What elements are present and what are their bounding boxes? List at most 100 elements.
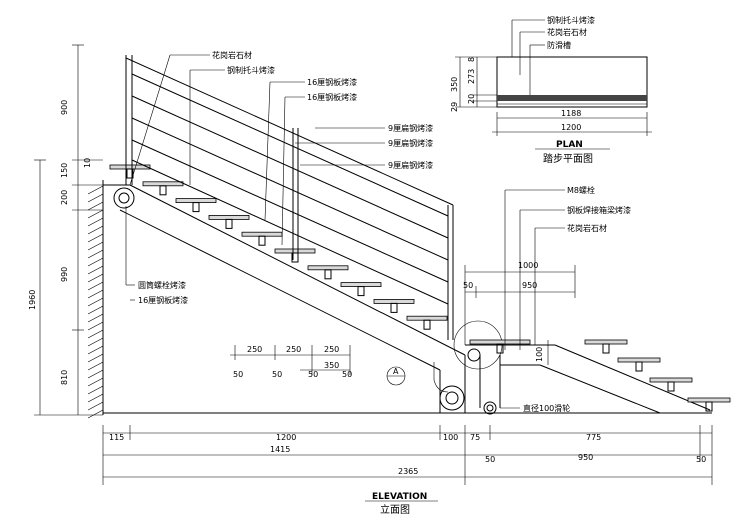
bottom-dimensions: 115 1200 100 75 775 1415 50 950 50 2365 — [102, 425, 713, 485]
tread — [406, 315, 448, 321]
label-box-beam: 钢板焊接箱梁烤漆 — [567, 205, 631, 215]
treads — [109, 164, 731, 412]
wall-hatch — [87, 337, 104, 347]
wall-hatch — [87, 201, 104, 211]
tread-bracket — [602, 343, 610, 354]
right-dim-100: 100 — [535, 347, 544, 362]
tread-bracket — [667, 381, 675, 392]
wall-hatch — [87, 393, 104, 403]
wall-hatch — [87, 401, 104, 411]
plan-dim-1200: 1200 — [561, 123, 581, 132]
right-dim-950: 950 — [522, 281, 537, 290]
tread — [687, 397, 731, 403]
dim-990: 990 — [60, 267, 69, 282]
wall-hatch — [87, 209, 104, 219]
wall-hatch — [87, 377, 104, 387]
tread — [208, 214, 250, 220]
label-flat-steel-2: 9厘扁钢烤漆 — [388, 138, 433, 148]
tread-dim-3: 250 — [324, 345, 339, 354]
tread — [649, 377, 693, 383]
tread — [617, 357, 661, 363]
plan-tread-outline — [496, 56, 648, 108]
tread-dimensions: 250 250 250 350 50 50 50 50 — [230, 345, 352, 379]
dim-810: 810 — [60, 370, 69, 385]
dim-900: 900 — [60, 100, 69, 115]
tread-sub-3: 50 — [308, 370, 318, 379]
tread — [469, 339, 531, 345]
plan-label-anti-slip: 防滑槽 — [547, 40, 571, 50]
wall-hatch — [87, 345, 104, 355]
tread-bracket — [159, 185, 167, 196]
bottom-dim-total: 2365 — [398, 467, 418, 476]
bottom-dim-1415: 1415 — [270, 445, 290, 454]
tread — [241, 231, 283, 237]
tread-sub-4: 50 — [342, 370, 352, 379]
label-granite-2: 花岗岩石材 — [567, 223, 607, 233]
plan-dim-273: 273 — [467, 69, 476, 84]
tread-bracket — [390, 302, 398, 313]
wall-hatch — [87, 185, 104, 195]
plan-title-en: PLAN — [556, 140, 583, 150]
tread — [373, 298, 415, 304]
tread-bracket — [225, 218, 233, 229]
tread-bracket — [357, 286, 365, 297]
label-flat-steel-3: 9厘扁钢烤漆 — [388, 160, 433, 170]
plan-label-bracket: 钢制托斗烤漆 — [547, 15, 595, 25]
dim-200: 200 — [60, 190, 69, 205]
left-dimensions: 900 150 10 200 990 1960 810 — [28, 44, 103, 416]
tread-bracket — [126, 168, 134, 179]
dim-150: 150 — [60, 163, 69, 178]
wall-hatch — [87, 313, 104, 323]
dim-10: 10 — [83, 158, 92, 168]
leader-lines — [125, 54, 565, 409]
plan-dim-29: 29 — [450, 102, 459, 112]
tread — [142, 181, 184, 187]
tread-dim-4: 350 — [324, 361, 339, 370]
wall-hatch — [87, 409, 104, 419]
tread-bracket — [496, 343, 504, 354]
wall — [87, 180, 104, 419]
label-steel-16a: 16厘钢板烤漆 — [307, 77, 357, 87]
wall-hatch — [87, 281, 104, 291]
plan-label-granite: 花岗岩石材 — [547, 27, 587, 37]
plan-dim-8: 8 — [467, 57, 476, 62]
wall-hatch — [87, 321, 104, 331]
label-steel-16c: 16厘钢板烤漆 — [138, 295, 188, 305]
wall-hatch — [87, 273, 104, 283]
tread-sub-2: 50 — [272, 370, 282, 379]
label-round-bolt: 圆筒螺栓烤漆 — [138, 280, 186, 290]
tread-bracket — [192, 202, 200, 213]
plan-detail: 钢制托斗烤漆 花岗岩石材 防滑槽 350 273 20 8 29 1188 12… — [450, 15, 652, 165]
wall-hatch — [87, 249, 104, 259]
annotations: 花岗岩石材 钢制托斗烤漆 16厘钢板烤漆 16厘钢板烤漆 9厘扁钢烤漆 9厘扁钢… — [138, 50, 631, 413]
bottom-dim-50b: 50 — [696, 455, 706, 464]
wall-hatch — [87, 241, 104, 251]
wall-hatch — [87, 297, 104, 307]
tread-sub-1: 50 — [233, 370, 243, 379]
plan-dim-1188: 1188 — [561, 109, 581, 118]
bottom-dim-115: 115 — [109, 433, 124, 442]
bottom-dim-775: 775 — [586, 433, 601, 442]
tread — [584, 339, 628, 345]
wall-hatch — [87, 217, 104, 227]
label-wheel: 直径100滑轮 — [523, 403, 570, 413]
right-dim-1000: 1000 — [518, 261, 538, 270]
bottom-dim-100: 100 — [443, 433, 458, 442]
wall-hatch — [87, 305, 104, 315]
plan-dim-350: 350 — [450, 77, 459, 92]
stringer-lower — [453, 320, 711, 415]
label-steel-16b: 16厘钢板烤漆 — [307, 92, 357, 102]
tread-bracket — [423, 319, 431, 330]
tread-bracket — [324, 269, 332, 280]
wall-hatch — [87, 233, 104, 243]
elevation-title: ELEVATION 立面图 — [365, 492, 438, 516]
tread — [340, 282, 382, 288]
wall-hatch — [87, 289, 104, 299]
right-dimensions: 1000 50 950 100 — [463, 261, 576, 365]
elevation-title-en: ELEVATION — [372, 492, 427, 502]
tread-dim-2: 250 — [286, 345, 301, 354]
label-bolt: M8螺栓 — [567, 185, 595, 195]
wall-hatch — [87, 257, 104, 267]
section-mark: A — [393, 367, 399, 376]
